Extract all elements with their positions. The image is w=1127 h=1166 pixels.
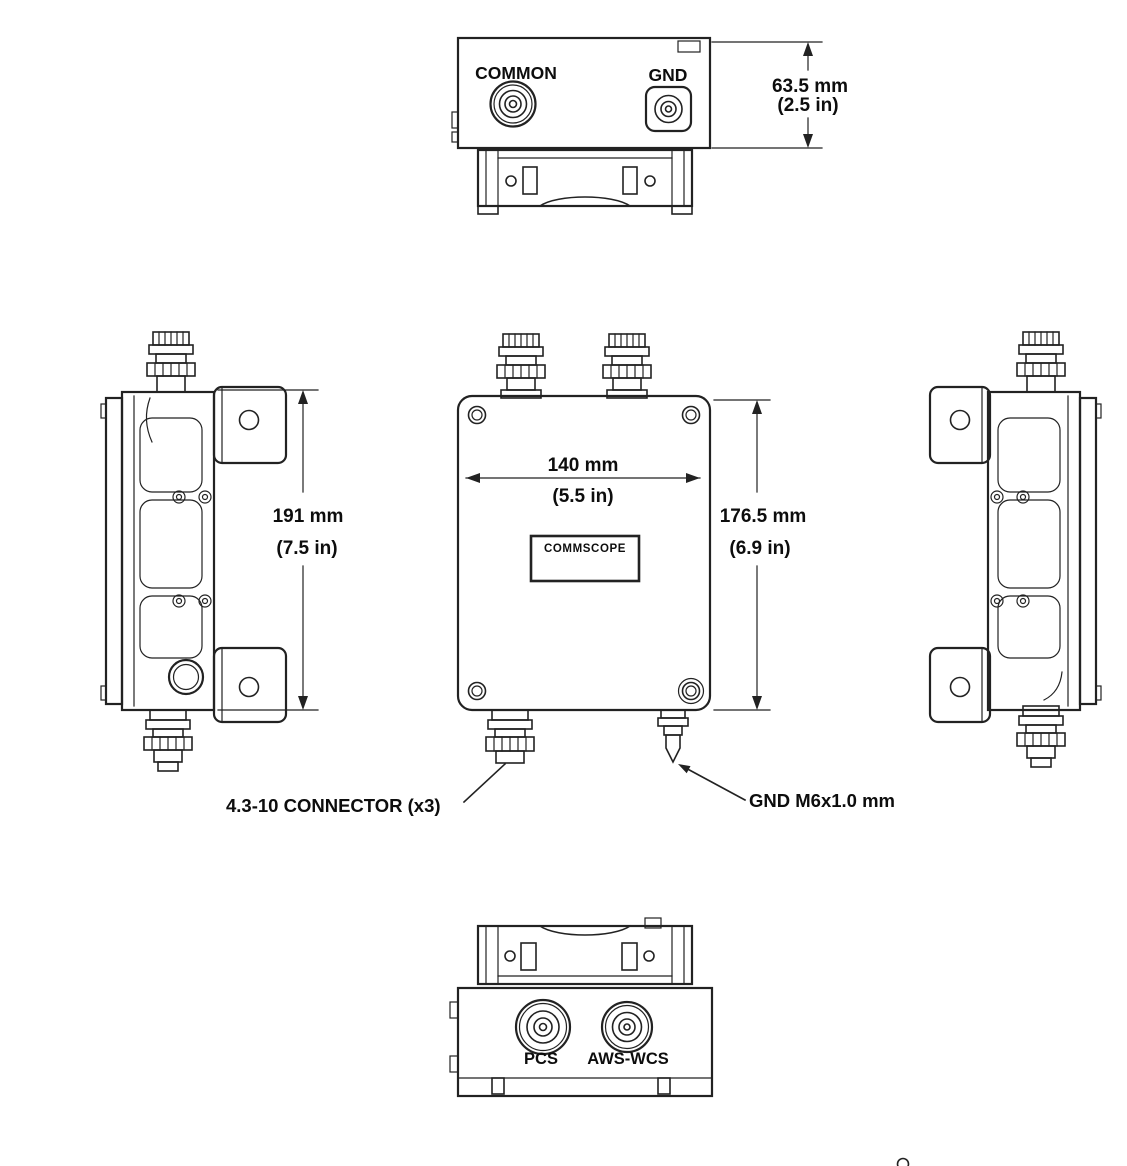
common-label: COMMON [475, 63, 557, 83]
front-top-connector-left [496, 333, 546, 399]
gnd-connector [644, 85, 693, 133]
pcs-connector [514, 998, 572, 1056]
front-height-in: (6.9 in) [729, 538, 790, 559]
bottom-view: PCS AWS-WCS [449, 917, 714, 1098]
aws-wcs-label: AWS-WCS [587, 1050, 669, 1068]
aws-wcs-connector [600, 1000, 654, 1054]
top-height-in: (2.5 in) [777, 95, 838, 116]
page-edge-mark [896, 1157, 910, 1166]
front-gnd-stud [657, 709, 689, 764]
front-width-dimension: 140 mm (5.5 in) [465, 455, 701, 507]
left-view-brackets [212, 385, 288, 724]
left-view-bottom-connector [143, 709, 193, 772]
front-top-connector-right [602, 333, 652, 399]
bottom-view-bracket [476, 917, 694, 986]
right-view-bottom-connector [1016, 705, 1066, 768]
right-view-brackets [928, 385, 992, 724]
front-corner-screws [467, 405, 705, 705]
brand-plate: COMMSCOPE [529, 534, 641, 583]
top-view: COMMON GND 63.5 mm (2.5 in) [451, 36, 848, 215]
common-connector [489, 80, 537, 128]
right-side-view [928, 331, 1102, 768]
top-height-mm: 63.5 mm [772, 76, 848, 97]
brand-label: COMMSCOPE [544, 543, 626, 555]
right-view-screws [990, 490, 1030, 608]
side-height-mm: 191 mm [273, 506, 344, 527]
front-width-in: (5.5 in) [552, 486, 613, 507]
left-side-view: 191 mm (7.5 in) [100, 331, 344, 772]
gnd-callout: GND M6x1.0 mm [749, 790, 895, 811]
front-width-mm: 140 mm [548, 455, 619, 476]
left-view-top-connector [146, 331, 196, 393]
right-view-top-connector [1016, 331, 1066, 393]
front-height-mm: 176.5 mm [720, 506, 807, 527]
side-height-in: (7.5 in) [276, 538, 337, 559]
front-bottom-connector [485, 709, 535, 764]
pcs-label: PCS [524, 1050, 558, 1068]
left-view-screws [172, 490, 212, 608]
front-view: 140 mm (5.5 in) COMMSCOPE [456, 333, 807, 764]
front-height-dimension: 176.5 mm (6.9 in) [713, 399, 807, 711]
connector-callout: 4.3-10 CONNECTOR (x3) [226, 795, 441, 816]
side-height-dimension: 191 mm (7.5 in) [217, 389, 344, 711]
top-view-bracket [476, 148, 694, 215]
callouts: 4.3-10 CONNECTOR (x3) GND M6x1.0 mm [226, 762, 895, 816]
top-height-dimension: 63.5 mm (2.5 in) [711, 41, 848, 149]
gnd-label: GND [649, 65, 688, 85]
